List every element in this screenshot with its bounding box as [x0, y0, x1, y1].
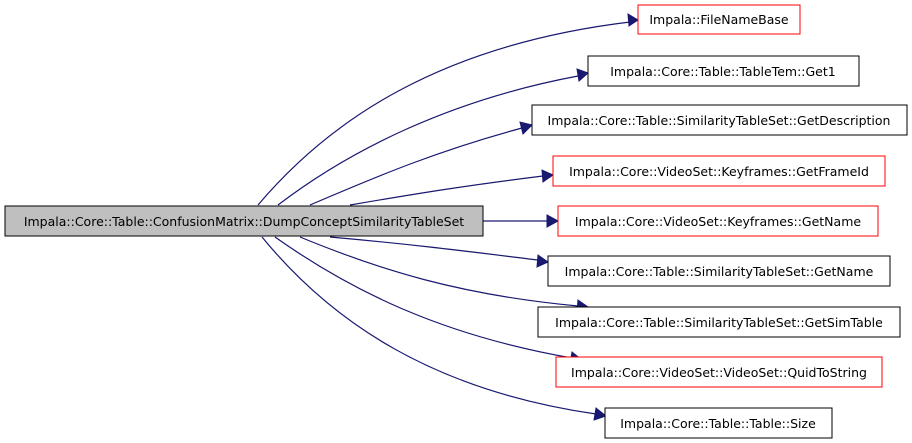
- node-size[interactable]: Impala::Core::Table::Table::Size: [604, 407, 833, 439]
- node-getname-similarity-box: [547, 255, 891, 287]
- arrowhead-getname-similarity: [536, 254, 550, 268]
- node-getframeid[interactable]: Impala::Core::VideoSet::Keyframes::GetFr…: [552, 155, 886, 187]
- source-node-label: Impala::Core::Table::ConfusionMatrix::Du…: [24, 214, 464, 229]
- source-node[interactable]: Impala::Core::Table::ConfusionMatrix::Du…: [4, 205, 484, 237]
- arrowhead-get1: [576, 68, 589, 82]
- node-filenamebase-label: Impala::FileNameBase: [649, 12, 789, 27]
- arrowhead-size: [593, 407, 608, 421]
- node-quidtostring[interactable]: Impala::Core::VideoSet::VideoSet::QuidTo…: [555, 356, 883, 388]
- node-get1-label: Impala::Core::Table::TableTem::Get1: [610, 64, 835, 79]
- node-get1[interactable]: Impala::Core::Table::TableTem::Get1: [587, 55, 860, 87]
- node-getsimtable-box: [537, 306, 901, 338]
- node-getname-similarity[interactable]: Impala::Core::Table::SimilarityTableSet:…: [547, 255, 891, 287]
- node-size-label: Impala::Core::Table::Table::Size: [620, 416, 816, 431]
- edge-to-getframeid: [349, 175, 544, 206]
- arrowhead-getdescription: [519, 121, 533, 135]
- edge-to-size: [261, 236, 597, 415]
- node-getname-keyframes-box: [557, 205, 879, 237]
- node-getdescription[interactable]: Impala::Core::Table::SimilarityTableSet:…: [531, 104, 908, 136]
- arrowhead-getname-keyframes: [546, 214, 560, 228]
- node-getsimtable-label: Impala::Core::Table::SimilarityTableSet:…: [555, 315, 883, 330]
- node-getname-keyframes[interactable]: Impala::Core::VideoSet::Keyframes::GetNa…: [557, 205, 879, 237]
- arrowhead-getframeid: [541, 169, 555, 183]
- node-size-box: [604, 407, 833, 439]
- node-getname-similarity-label: Impala::Core::Table::SimilarityTableSet:…: [565, 264, 874, 279]
- node-getframeid-label: Impala::Core::VideoSet::Keyframes::GetFr…: [569, 164, 869, 179]
- node-filenamebase[interactable]: Impala::FileNameBase: [637, 4, 801, 35]
- edge-to-getname-similarity: [329, 236, 539, 261]
- node-getframeid-box: [552, 155, 886, 187]
- node-getdescription-label: Impala::Core::Table::SimilarityTableSet:…: [548, 113, 891, 128]
- edge-to-getsimtable: [299, 236, 579, 307]
- node-get1-box: [587, 55, 860, 87]
- edge-to-get1: [277, 75, 579, 206]
- node-quidtostring-label: Impala::Core::VideoSet::VideoSet::QuidTo…: [571, 365, 867, 380]
- arrowhead-filenamebase: [627, 13, 639, 27]
- node-getsimtable[interactable]: Impala::Core::Table::SimilarityTableSet:…: [537, 306, 901, 338]
- node-getdescription-box: [531, 104, 908, 136]
- node-quidtostring-box: [555, 356, 883, 388]
- source-node-box: [4, 205, 484, 237]
- edge-to-getdescription: [309, 127, 523, 206]
- node-getname-keyframes-label: Impala::Core::VideoSet::Keyframes::GetNa…: [575, 214, 861, 229]
- edge-to-filenamebase: [257, 21, 631, 206]
- node-filenamebase-box: [637, 4, 801, 35]
- edge-to-quidtostring: [274, 236, 573, 359]
